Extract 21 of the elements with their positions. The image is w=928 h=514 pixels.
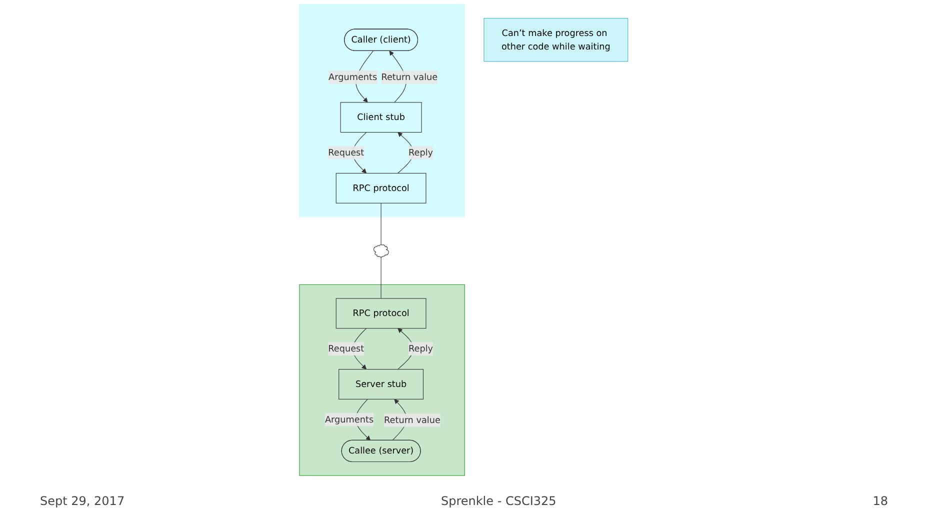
footer-text: Sprenkle - CSCI325 xyxy=(440,494,556,508)
edge-label: Return value xyxy=(384,414,441,426)
cluster xyxy=(300,4,466,218)
edge-label: Reply xyxy=(408,343,434,354)
node-cloud xyxy=(374,244,390,258)
cluster xyxy=(300,284,466,476)
node-box: RPC protocol xyxy=(336,298,427,329)
edge-label: Request xyxy=(328,343,364,354)
node-box: RPC protocol xyxy=(336,172,427,204)
footer-text: 18 xyxy=(872,494,888,508)
edge-label: Request xyxy=(328,147,364,158)
connector xyxy=(381,202,382,245)
edge-label: Arguments xyxy=(325,414,374,425)
connector xyxy=(381,256,382,299)
footer-text: Sept 29, 2017 xyxy=(40,494,125,508)
edge-label: Reply xyxy=(408,147,434,158)
edge-label: Arguments xyxy=(328,72,378,82)
node-box: Can’t make progress on other code while waiting xyxy=(484,18,628,62)
edge-label: Return value xyxy=(382,72,438,82)
node-box: Client stub xyxy=(340,102,422,133)
node-box: Server stub xyxy=(338,369,424,400)
